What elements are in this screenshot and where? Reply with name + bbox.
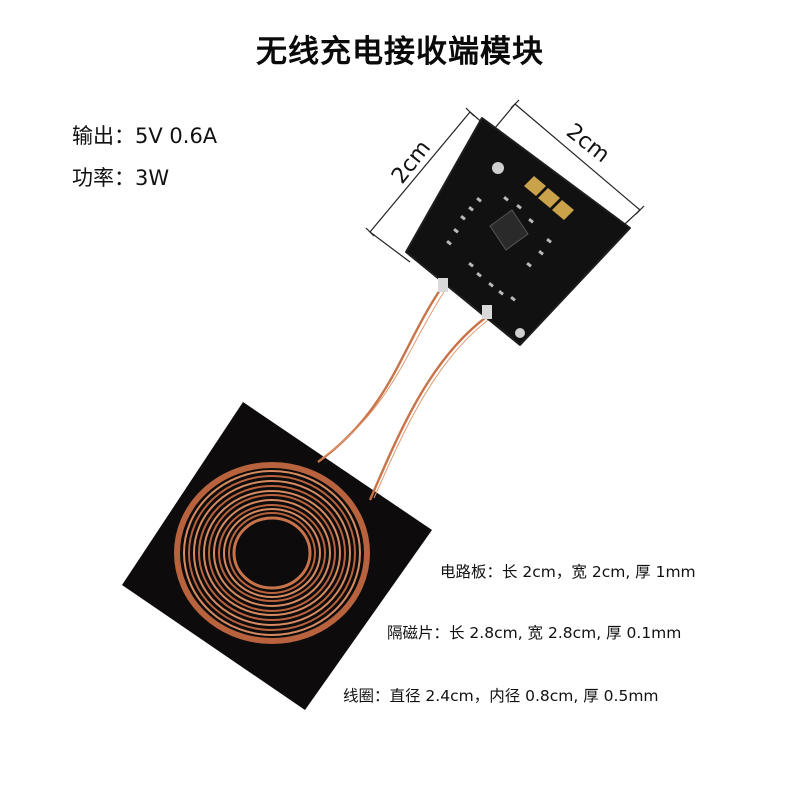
pcb-hole — [515, 328, 525, 338]
note-coil: 线圈：直径 2.4cm，内径 0.8cm, 厚 0.5mm — [343, 687, 659, 705]
spec-power: 功率：3W — [72, 166, 170, 190]
solder-point — [482, 305, 492, 319]
gold-pads — [524, 176, 574, 220]
note-circuit-board: 电路板：长 2cm，宽 2cm, 厚 1mm — [440, 563, 696, 581]
component-pads — [446, 195, 552, 302]
solder-point — [438, 278, 448, 292]
note-magnetic-shield: 隔磁片：长 2.8cm, 宽 2.8cm, 厚 0.1mm — [387, 624, 682, 642]
board-width-label: 2cm — [561, 119, 614, 168]
pcb-board — [405, 117, 631, 346]
ic-chip — [489, 209, 529, 251]
coil-center-hole — [236, 521, 304, 583]
spec-output: 输出：5V 0.6A — [72, 124, 218, 148]
copper-coil — [174, 462, 370, 644]
pcb-hole — [492, 162, 504, 174]
page-title: 无线充电接收端模块 — [256, 34, 544, 70]
coil-lead-wires — [317, 289, 489, 501]
